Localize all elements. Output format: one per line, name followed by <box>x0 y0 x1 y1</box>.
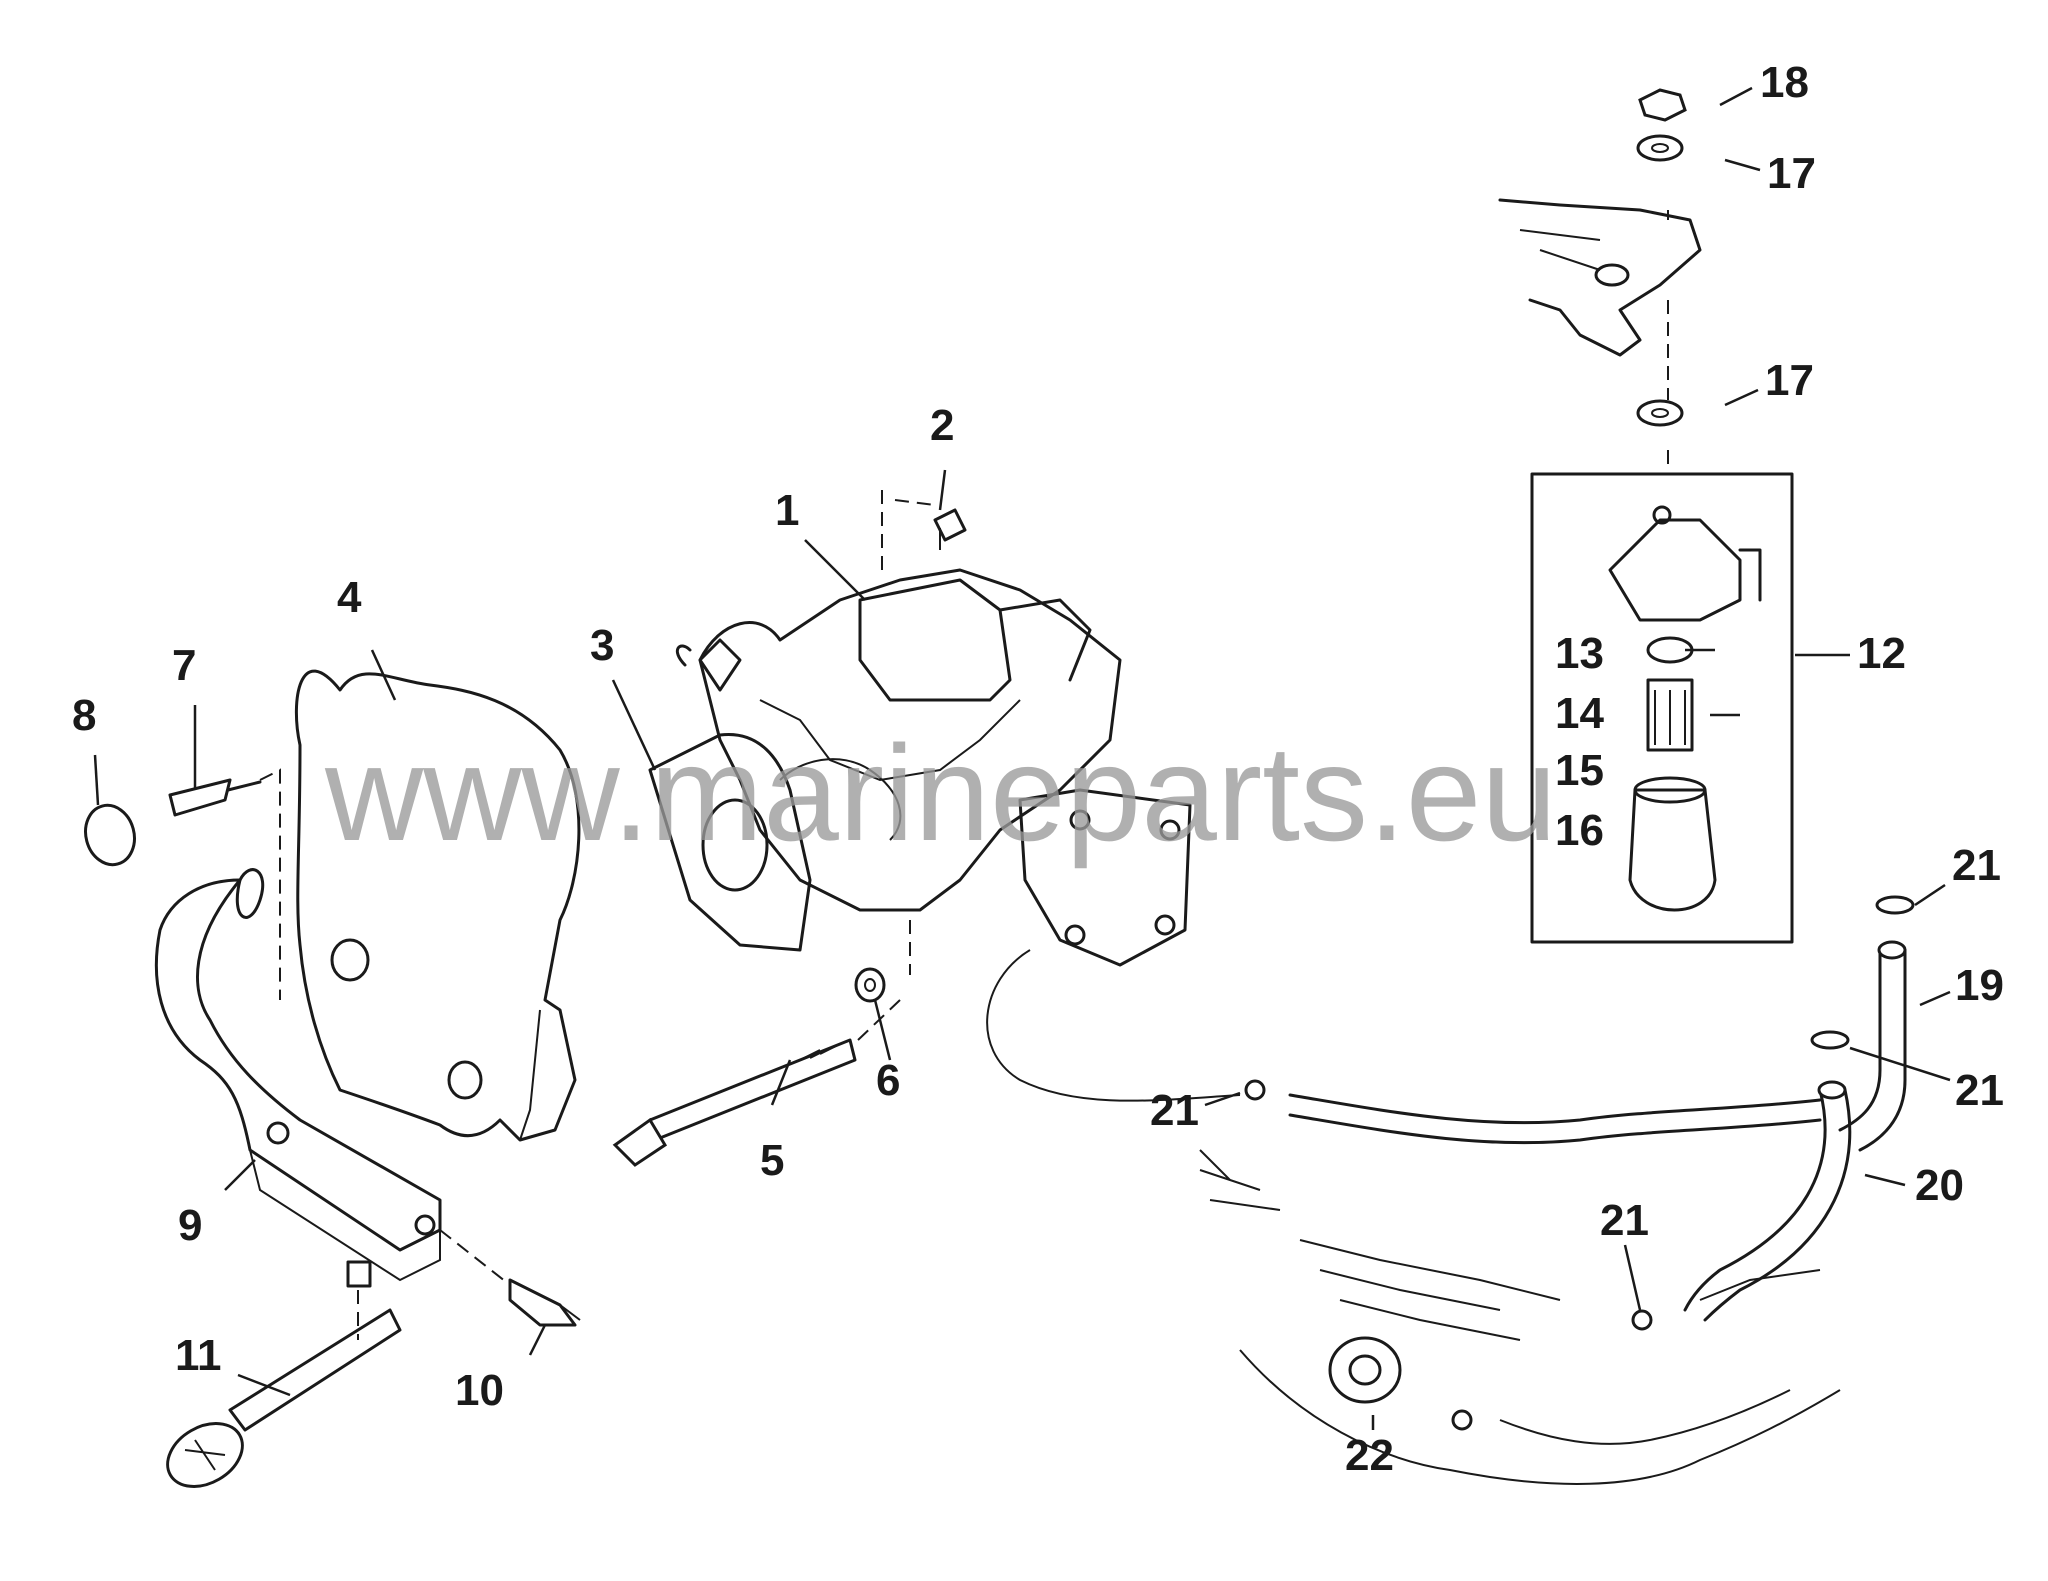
callout-9: 9 <box>178 1201 202 1250</box>
callout-6: 6 <box>876 1056 900 1105</box>
callout-7: 7 <box>172 641 196 690</box>
part-9-bracket <box>154 868 442 1288</box>
callout-18: 18 <box>1760 58 1809 107</box>
callout-17-bottom: 17 <box>1765 356 1814 405</box>
callout-17-top: 17 <box>1767 149 1816 198</box>
part-21-clip-d <box>1631 1309 1653 1331</box>
part-20-hose <box>1683 1080 1852 1322</box>
part-10-screw <box>439 1229 581 1327</box>
part-19-hose <box>1838 940 1907 1152</box>
callout-21-topright: 21 <box>1952 841 2001 890</box>
part-5-bolt <box>612 999 901 1167</box>
hose-main <box>1288 1093 1822 1145</box>
part-21-clip-b <box>1875 895 1915 915</box>
callout-14: 14 <box>1555 689 1604 738</box>
callout-4: 4 <box>337 573 362 622</box>
callout-labels: 1 2 3 4 5 6 7 8 9 10 11 12 13 14 15 16 1… <box>72 58 2004 1480</box>
callout-8: 8 <box>72 691 96 740</box>
part-17-washer-bottom <box>1636 399 1684 427</box>
part-2-screw <box>881 490 967 570</box>
callout-21-left: 21 <box>1150 1086 1199 1135</box>
watermark-text: www.marineparts.eu <box>324 717 1557 869</box>
part-1-carburetor <box>675 568 1122 912</box>
part-21-clip-a <box>1244 1079 1266 1101</box>
callout-1: 1 <box>775 486 799 535</box>
callout-2: 2 <box>930 401 954 450</box>
callout-3: 3 <box>590 621 614 670</box>
part-4-shield <box>294 669 581 1142</box>
callout-21-midright: 21 <box>1955 1066 2004 1115</box>
callout-21-bottom: 21 <box>1600 1196 1649 1245</box>
part-21-clip-c <box>1810 1030 1850 1050</box>
mounting-bracket <box>1498 198 1702 470</box>
callout-5: 5 <box>760 1136 784 1185</box>
part-6-washer <box>854 920 911 1003</box>
callout-20: 20 <box>1915 1161 1964 1210</box>
callout-16: 16 <box>1555 806 1604 855</box>
callout-13: 13 <box>1555 629 1604 678</box>
part-8-cap <box>84 803 136 867</box>
part-17-washer-top <box>1636 134 1684 162</box>
callout-19: 19 <box>1955 961 2004 1010</box>
part-7-screw <box>168 768 281 1000</box>
callout-12: 12 <box>1857 629 1906 678</box>
fuel-pump-housing <box>1018 788 1192 967</box>
fuel-line <box>986 949 1241 1102</box>
callout-10: 10 <box>455 1366 504 1415</box>
part-11-knob-rod <box>166 1290 402 1488</box>
part-12-fuel-filter-assembly <box>1530 472 1794 944</box>
callout-15: 15 <box>1555 746 1604 795</box>
callout-22: 22 <box>1345 1431 1394 1480</box>
part-18-nut <box>1638 88 1687 122</box>
tank-outline <box>1199 1149 1841 1485</box>
part-3-gasket <box>648 732 812 952</box>
part-22-grommet <box>1328 1336 1402 1404</box>
callout-11: 11 <box>175 1331 222 1380</box>
leader-lines <box>93 86 1951 1430</box>
